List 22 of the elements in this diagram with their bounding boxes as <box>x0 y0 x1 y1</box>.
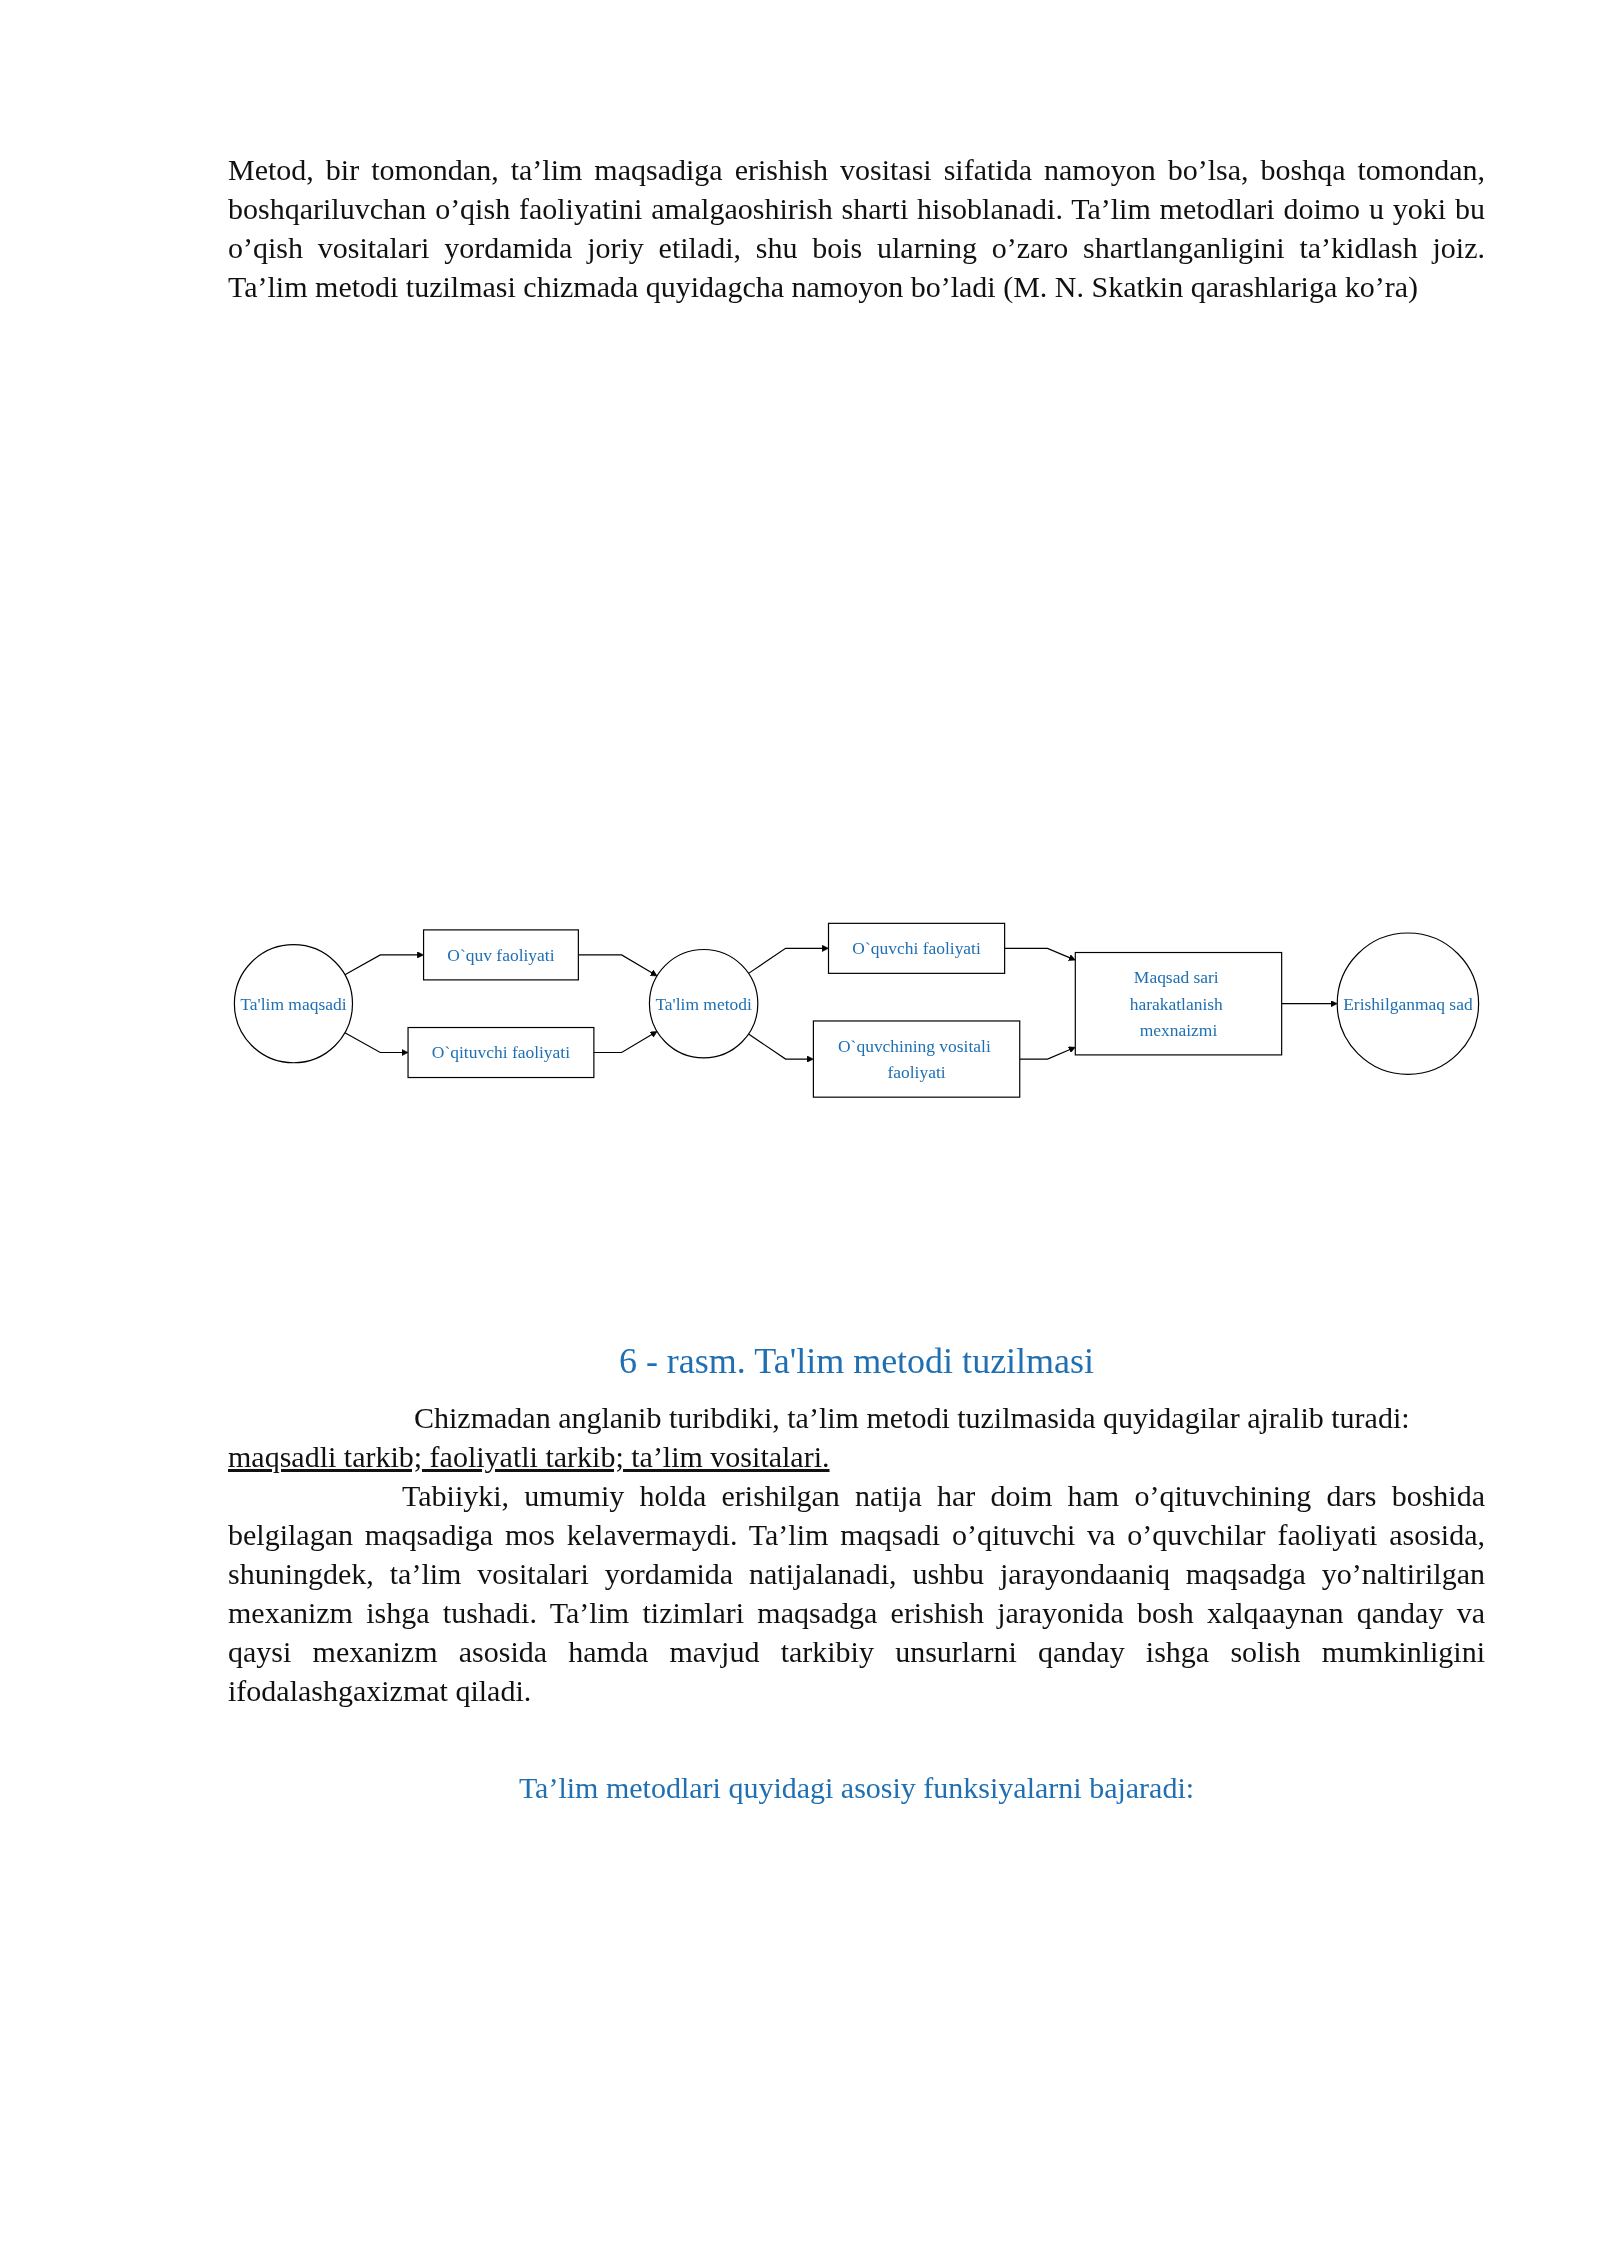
node-circle: Ta'lim metodi <box>648 948 759 1059</box>
node-box: O`quvchi faoliyati <box>827 922 1006 974</box>
arrow <box>747 1033 814 1063</box>
underlined-text: maqsadli tarkib; faoliyatli tarkib; ta’lim vositalari. <box>228 1439 831 1475</box>
paragraph: Metod, bir tomondan, ta’lim maqsadiga erishish vositasi sifatida namoyon bo’lsa, boshqa tomondan, boshqariluvchan o’qish faoliyatini amalgaoshirish sharti hisoblanadi. Ta’lim metodlari doimo u yoki bu o’qish vositalari yordamida joriy etiladi, shu bois ularning o’zaro shartlanganligini ta’kidlash joiz. Ta’lim metodi tuzilmasi chizmada quyidagcha namoyon bo’ladi (M. N. Skatkin qarashlariga ko’ra) <box>228 152 1485 305</box>
paragraph: Tabiiyki, umumiy holda erishilgan natija har doim ham o’qituvchining dars boshida belgilagan maqsadiga mos kelavermaydi. Ta’lim maqsadi o’qituvchi va o’quvchilar faoliyati asosida, shuningdek, ta’lim vositalari yordamida natijalanadi, ushbu jarayondaaniq maqsadga yo’naltirilgan mexanizm ishga tushadi. Ta’lim tizimlari maqsadga erishish jarayonida bosh xalqaaynan qanday va qaysi mexanizm asosida hamda mavjud tarkibiy unsurlarni qanday ishga solish mumkinligini ifodalashgaxizmat qiladi. <box>228 1478 1485 1709</box>
arrow <box>1281 999 1338 1007</box>
node-circle: Erishilganmaq sad <box>1336 932 1480 1075</box>
node-box: O`qituvchi faoliyati <box>407 1026 595 1078</box>
arrow <box>344 1031 409 1056</box>
node-box: O`quvchining vositali faoliyati <box>812 1020 1021 1098</box>
paragraph: Chizmadan anglanib turibdiki, ta’lim metodi tuzilmasida quyidagilar ajralib turadi: <box>413 1400 1411 1436</box>
heading: Ta’lim metodlari quyidagi asosiy funksiyalarni bajaradi: <box>517 1770 1196 1806</box>
node-box: Maqsad sari harakatlanish mexnaizmi <box>1074 951 1283 1056</box>
node-box: O`quv faoliyati <box>422 929 579 981</box>
node-circle: Ta'lim maqsadi <box>233 943 354 1064</box>
arrow <box>1004 947 1076 961</box>
arrow <box>747 944 829 974</box>
arrow <box>593 1030 658 1053</box>
arrow <box>344 951 424 976</box>
figure-caption: 6 - rasm. Ta'lim metodi tuzilmasi <box>617 1340 1096 1382</box>
arrow <box>1019 1046 1076 1060</box>
